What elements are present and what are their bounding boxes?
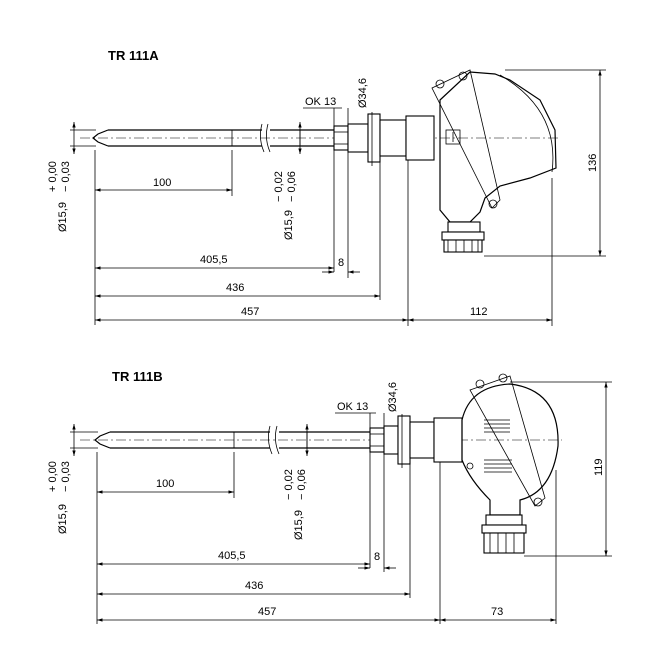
drawing-b-tol-mid-lower: − 0,06 [296,469,308,500]
drawing-a-dim-head-width: 112 [470,306,488,318]
drawing-a-tol-tip-lower: − 0,03 [60,161,72,192]
drawing-b-tol-tip-lower: − 0,03 [60,461,72,492]
drawing-b-title: TR 111B [112,369,163,384]
drawing-b-hex: OK 13 [337,401,368,413]
drawing-b-tol-mid-upper: − 0,02 [283,469,295,500]
drawing-b-dim-457: 457 [258,606,276,618]
drawing-a-dim-405: 405,5 [200,254,228,266]
drawing-b-dia-head: Ø34,6 [387,382,399,412]
drawing-a-hex: OK 13 [305,96,336,108]
drawing-a-dimensions: Ø15,9 + 0,00 − 0,03 100 Ø15,9 − 0,02 − 0… [47,69,606,326]
drawing-b-dim-436: 436 [245,580,263,592]
drawing-a-dim-457: 457 [241,306,259,318]
drawing-a-dia-mid: Ø15,9 [283,210,295,240]
drawing-tr111a: TR 111A [47,48,606,326]
drawing-b-head [461,373,559,554]
drawing-a-dim-8: 8 [338,257,344,269]
drawing-b-tol-tip-upper: + 0,00 [47,461,59,492]
drawing-a-dim-head-height: 136 [587,154,599,172]
drawing-b-dimensions: Ø15,9 + 0,00 − 0,03 100 Ø15,9 − 0,02 − 0… [47,381,612,624]
drawing-a-probe [92,113,435,163]
drawing-b-dia-tip: Ø15,9 [57,504,69,534]
drawing-tr111b: TR 111B [47,369,612,624]
drawing-a-dia-head: Ø34,6 [357,78,369,108]
drawing-b-dim-8: 8 [374,551,380,563]
drawing-b-dim-head-height: 119 [593,458,605,476]
drawing-b-dim-100: 100 [156,478,174,490]
drawing-a-tol-mid-lower: − 0,06 [286,171,298,202]
drawing-a-tol-tip-upper: + 0,00 [47,161,59,192]
drawing-a-tol-mid-upper: − 0,02 [273,171,285,202]
drawing-b-dia-mid: Ø15,9 [293,510,305,540]
drawing-a-dia-tip: Ø15,9 [57,202,69,232]
drawing-b-springs [484,419,512,473]
drawing-a-title: TR 111A [108,48,159,63]
drawing-a-head [431,69,557,253]
drawing-a-dim-436: 436 [226,282,244,294]
drawing-a-dim-100: 100 [153,177,171,189]
drawing-b-dim-405: 405,5 [218,550,246,562]
drawing-b-dim-head-width: 73 [491,606,503,618]
